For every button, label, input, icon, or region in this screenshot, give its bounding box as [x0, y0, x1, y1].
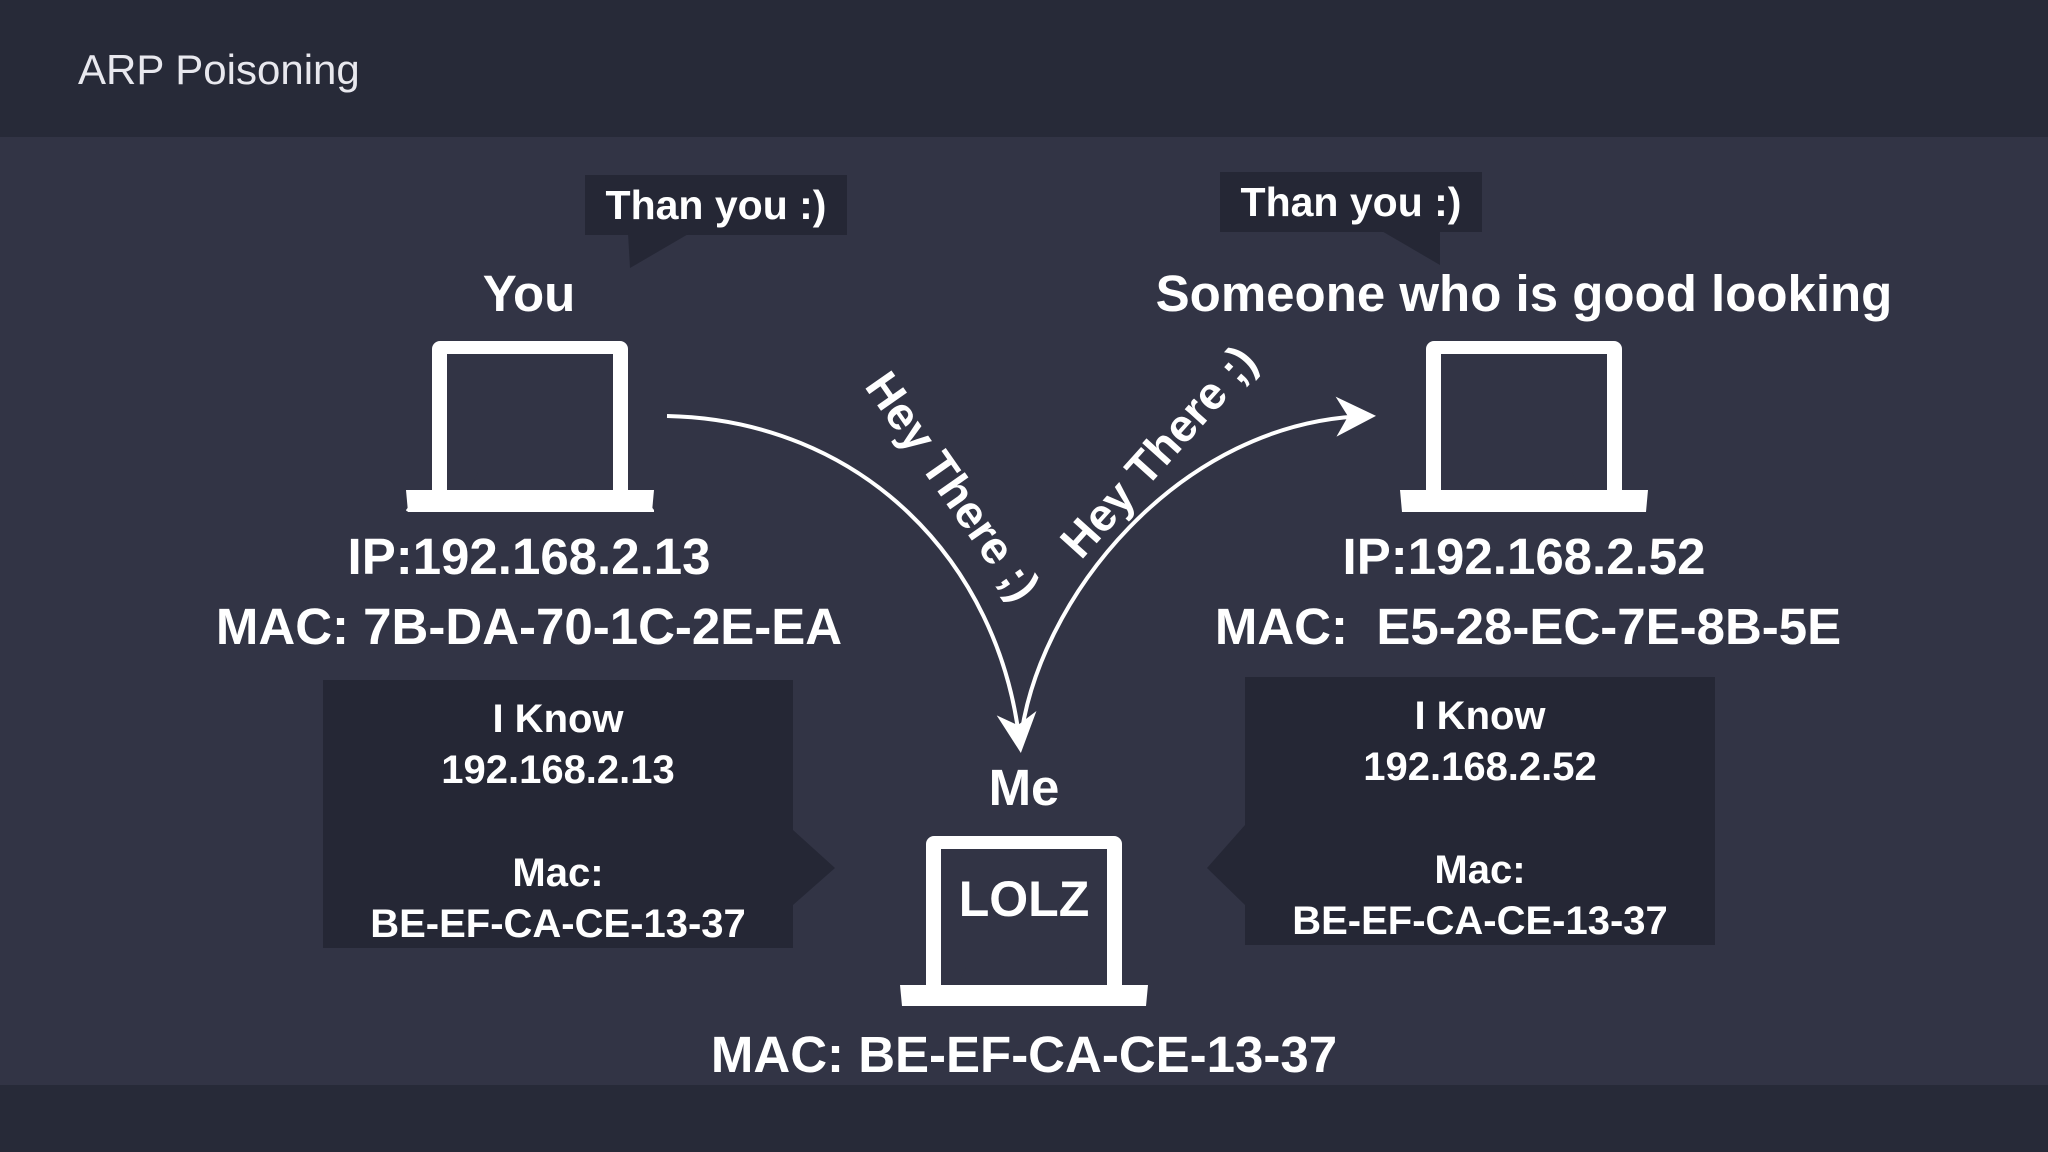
target-label: Someone who is good looking	[1155, 265, 1893, 322]
right-message-arrow	[1018, 396, 1376, 746]
you-reply-text: Than you :)	[605, 182, 827, 228]
target-laptop-icon	[1400, 341, 1648, 512]
knowledge-right-line4: BE-EF-CA-CE-13-37	[1292, 899, 1668, 943]
knowledge-box-right: I Know 192.168.2.52 Mac: BE-EF-CA-CE-13-…	[1245, 677, 1715, 945]
knowledge-left-line2: 192.168.2.13	[441, 748, 675, 792]
target-bubble-tail	[1380, 230, 1440, 265]
you-laptop-icon	[406, 341, 654, 512]
me-mac: MAC: BE-EF-CA-CE-13-37	[710, 1026, 1338, 1083]
knowledge-right-line3: Mac:	[1434, 848, 1526, 892]
you-reply-bubble: Than you :)	[585, 175, 847, 235]
slide-title: ARP Poisoning	[78, 46, 360, 93]
knowledge-box-left: I Know 192.168.2.13 Mac: BE-EF-CA-CE-13-…	[323, 680, 793, 948]
me-laptop-icon	[900, 836, 1148, 1006]
knowledge-right-line1: I Know	[1414, 694, 1546, 738]
knowledge-right-tail	[1207, 825, 1245, 905]
you-ip: IP:192.168.2.13	[347, 528, 711, 585]
target-ip: IP:192.168.2.52	[1342, 528, 1706, 585]
target-reply-text: Than you :)	[1240, 179, 1462, 225]
left-arrow-label: Hey There ;)	[856, 362, 1051, 610]
me-screen-text: LOLZ	[958, 871, 1090, 927]
header-bar	[0, 0, 2048, 137]
knowledge-left-line1: I Know	[492, 697, 624, 741]
you-label: You	[482, 265, 576, 322]
knowledge-left-tail	[793, 830, 835, 905]
me-label: Me	[988, 759, 1060, 816]
you-mac: MAC: 7B-DA-70-1C-2E-EA	[215, 598, 843, 655]
footer-bar	[0, 1085, 2048, 1152]
target-mac: MAC: E5-28-EC-7E-8B-5E	[1214, 598, 1842, 655]
knowledge-right-line2: 192.168.2.52	[1363, 745, 1597, 789]
left-message-arrow	[666, 414, 1037, 753]
knowledge-left-line4: BE-EF-CA-CE-13-37	[370, 902, 746, 946]
target-reply-bubble: Than you :)	[1220, 172, 1482, 232]
you-bubble-tail	[628, 233, 690, 268]
knowledge-left-line3: Mac:	[512, 851, 604, 895]
